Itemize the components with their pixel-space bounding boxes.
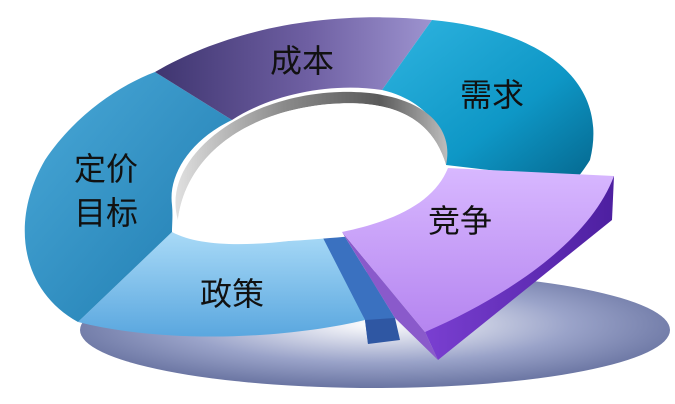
- label-jingzheng: 竞争: [428, 202, 492, 240]
- segment-jingzheng-front: [342, 232, 438, 360]
- label-xuqiu: 需求: [460, 76, 524, 114]
- label-dingjia-line1: 定价: [74, 150, 138, 188]
- segment-chengben: [155, 17, 432, 121]
- label-zhengce: 政策: [200, 275, 264, 313]
- segment-zhengce-side: [322, 232, 395, 344]
- segment-jingzheng: [342, 168, 614, 332]
- label-dingjia-line2: 目标: [74, 194, 138, 232]
- ring-hole-wall: [175, 91, 448, 220]
- segment-zhengce: [78, 232, 365, 337]
- label-chengben: 成本: [270, 42, 334, 80]
- segment-dingjia: [24, 72, 232, 322]
- ring-hole-opening: [178, 103, 446, 243]
- segment-zhengce-side-lower: [365, 318, 400, 344]
- segment-xuqiu: [382, 20, 594, 180]
